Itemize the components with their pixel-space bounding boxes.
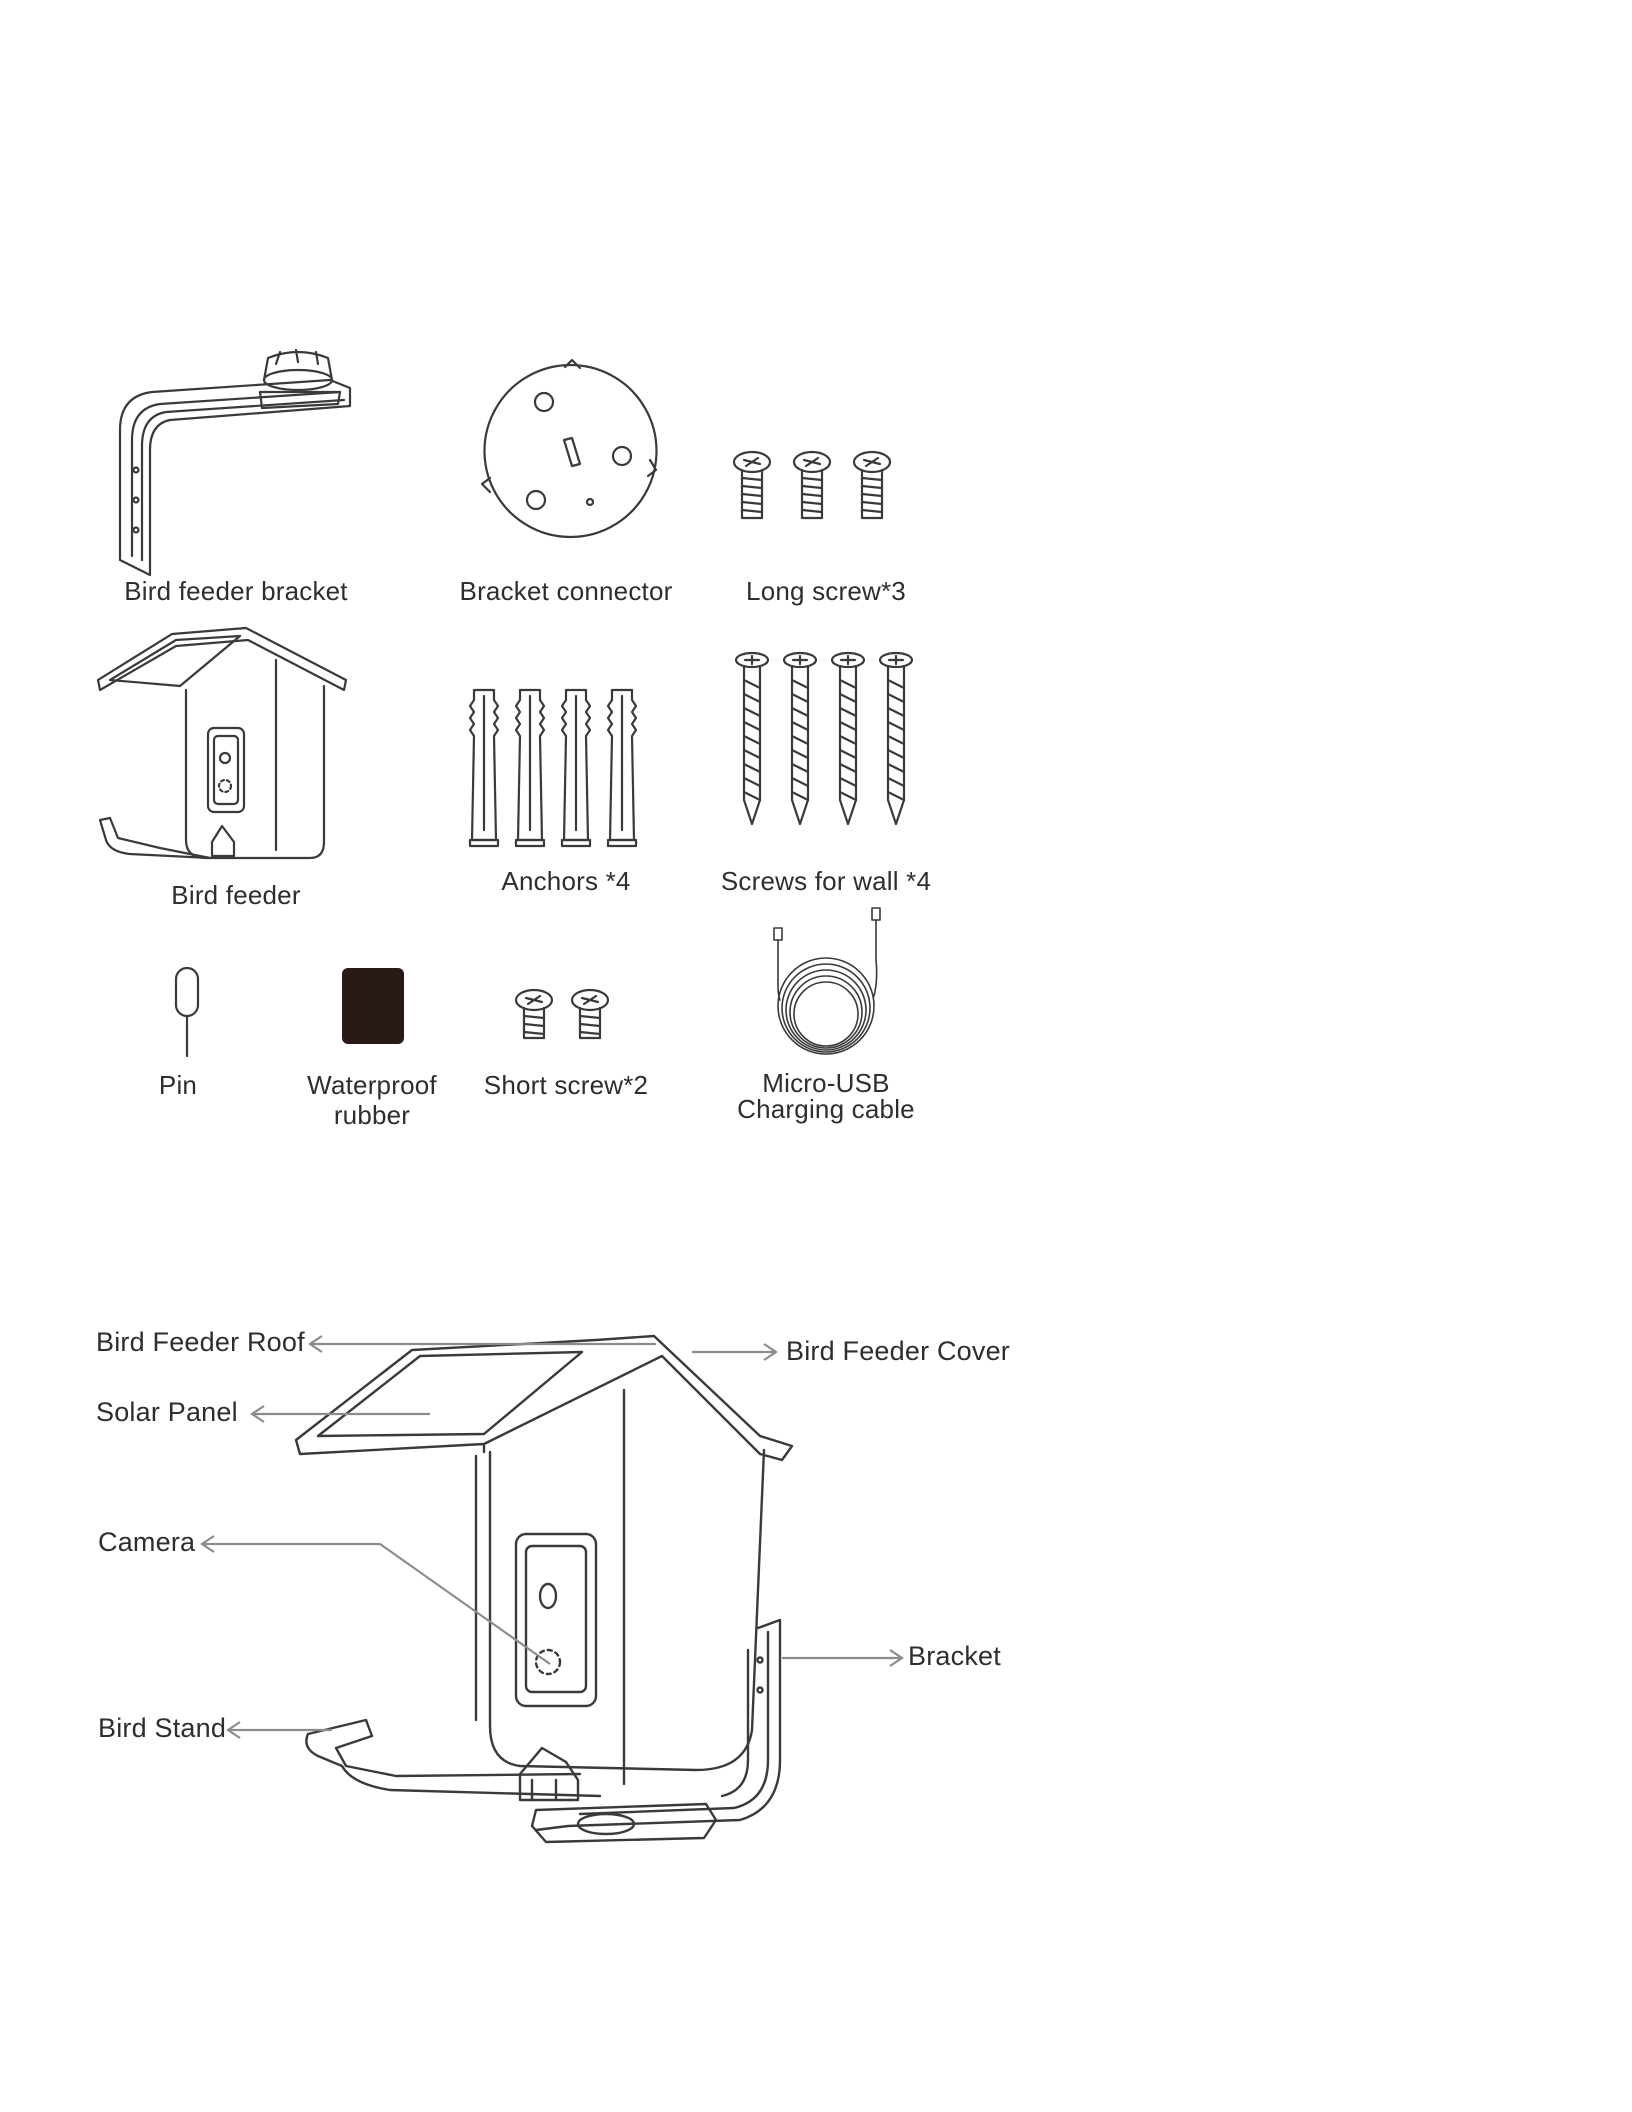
callout-bracket: Bracket [908, 1641, 1001, 1671]
callout-bird-feeder-cover: Bird Feeder Cover [786, 1336, 1010, 1366]
callout-solar-panel: Solar Panel [96, 1397, 238, 1427]
bird-feeder-large-icon [296, 1336, 792, 1842]
solar-panel-icon [318, 1352, 582, 1436]
callout-bird-feeder-roof: Bird Feeder Roof [96, 1327, 305, 1357]
callout-arrows [202, 1336, 902, 1738]
callout-camera: Camera [98, 1527, 195, 1557]
callout-bird-stand: Bird Stand [98, 1713, 226, 1743]
